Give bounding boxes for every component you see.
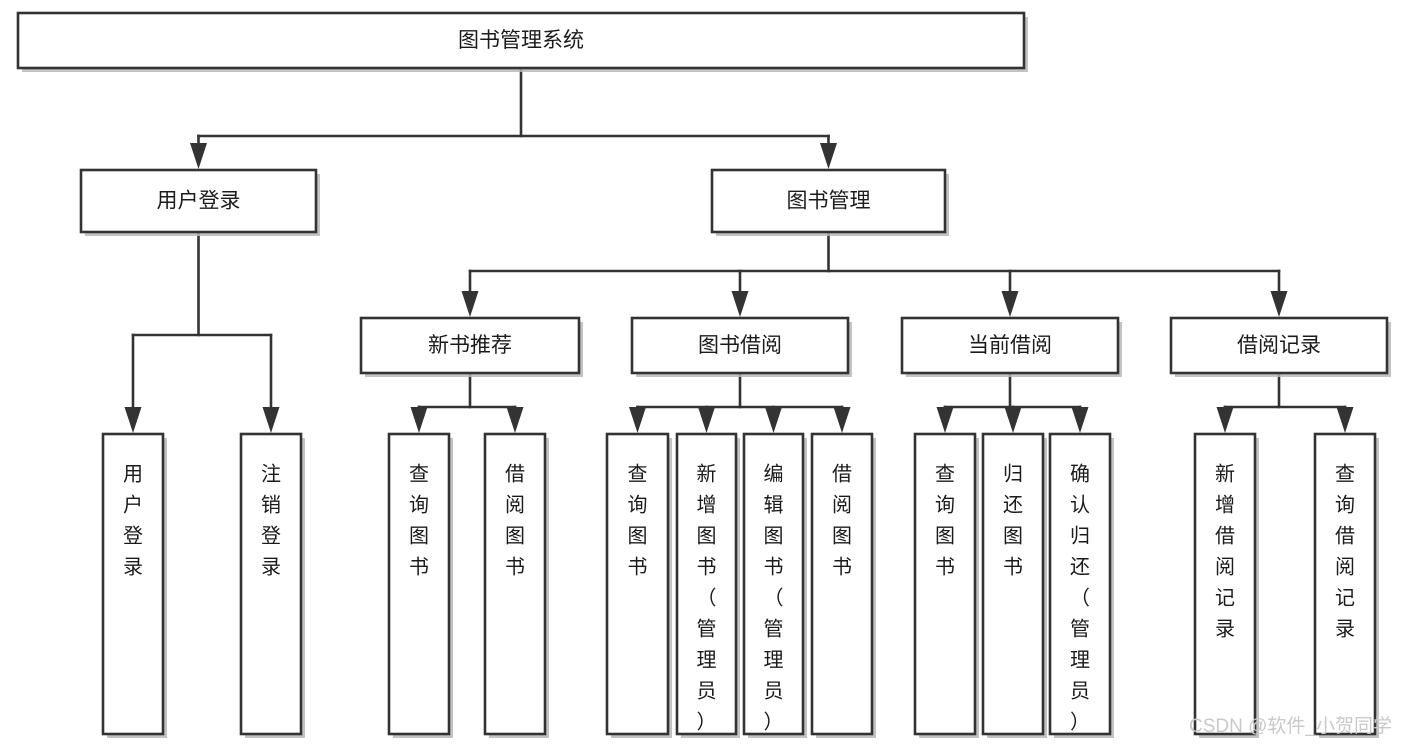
arrow-head-icon — [1001, 291, 1019, 317]
node-box[interactable] — [101, 432, 165, 736]
node-user-login[interactable]: 用户登录 — [79, 168, 320, 236]
node-box[interactable] — [1169, 316, 1389, 375]
node-leaf-logout[interactable]: 注销登录 — [239, 432, 305, 738]
node-book-borrow[interactable]: 图书借阅 — [630, 316, 852, 377]
node-borrow-record[interactable]: 借阅记录 — [1169, 316, 1391, 377]
node-box[interactable] — [239, 432, 303, 736]
node-box[interactable] — [483, 432, 547, 736]
node-label: 图书管理系统 — [458, 29, 584, 52]
arrow-head-icon — [1216, 407, 1234, 433]
node-leaf-query-book-borrow[interactable]: 查询图书 — [605, 432, 672, 738]
node-label: 确认归还（管理员） — [1070, 463, 1090, 734]
node-box[interactable] — [981, 432, 1045, 736]
node-label: 图书借阅 — [698, 334, 782, 357]
node-leaf-borrow-book-rec[interactable]: 借阅图书 — [483, 432, 549, 738]
node-box[interactable] — [79, 168, 318, 234]
arrow-head-icon — [1071, 407, 1089, 433]
arrow-head-icon — [833, 407, 851, 433]
node-box[interactable] — [742, 432, 805, 736]
arrow-head-icon — [820, 143, 837, 169]
node-box[interactable] — [1193, 432, 1257, 736]
node-label: 用户登录 — [157, 190, 241, 213]
node-label: 借阅图书 — [505, 463, 525, 579]
connector-group-root — [190, 66, 837, 169]
arrow-head-icon — [124, 407, 142, 433]
node-label: 查询图书 — [935, 463, 955, 579]
connector-layer — [124, 66, 1354, 433]
node-box[interactable] — [810, 432, 874, 736]
arrow-head-icon — [190, 143, 207, 169]
node-label: 归还图书 — [1003, 463, 1023, 579]
node-label: 新书推荐 — [428, 334, 512, 357]
arrow-head-icon — [629, 407, 646, 433]
connector-group-new-book-recommend — [410, 371, 524, 433]
node-label: 查询图书 — [628, 463, 648, 579]
node-box[interactable] — [675, 432, 738, 736]
connector-group-current-borrow — [936, 371, 1089, 433]
node-box[interactable] — [605, 432, 670, 736]
node-label: 用户登录 — [123, 464, 143, 579]
node-layer: 图书管理系统用户登录图书管理新书推荐图书借阅当前借阅借阅记录用户登录注销登录查询… — [16, 11, 1391, 738]
node-leaf-query-book-cur[interactable]: 查询图书 — [913, 432, 979, 738]
node-leaf-add-record[interactable]: 新增借阅记录 — [1193, 432, 1259, 738]
arrow-head-icon — [698, 407, 715, 433]
node-box[interactable] — [1048, 432, 1112, 736]
arrow-head-icon — [765, 407, 782, 433]
node-box[interactable] — [900, 316, 1120, 375]
node-label: 查询借阅记录 — [1335, 463, 1355, 641]
node-book-manage[interactable]: 图书管理 — [710, 168, 949, 236]
node-current-borrow[interactable]: 当前借阅 — [900, 316, 1122, 377]
node-label: 注销登录 — [261, 463, 281, 579]
arrow-head-icon — [1336, 407, 1354, 433]
node-label: 借阅图书 — [832, 463, 852, 579]
connector-group-book-borrow — [629, 371, 851, 433]
node-box[interactable] — [387, 432, 451, 736]
node-root[interactable]: 图书管理系统 — [16, 11, 1028, 72]
connector-group-book-manage — [461, 230, 1288, 317]
arrow-head-icon — [1270, 291, 1288, 317]
node-leaf-borrow-book[interactable]: 借阅图书 — [810, 432, 876, 738]
node-label: 编辑图书（管理员） — [764, 463, 784, 734]
connector-group-user-login — [124, 230, 280, 433]
node-leaf-query-book-rec[interactable]: 查询图书 — [387, 432, 453, 738]
node-leaf-user-login[interactable]: 用户登录 — [101, 432, 167, 738]
node-box[interactable] — [710, 168, 947, 234]
node-leaf-return-book[interactable]: 归还图书 — [981, 432, 1047, 738]
arrow-head-icon — [1004, 407, 1022, 433]
node-label: 图书管理 — [787, 190, 871, 213]
csdn-watermark: CSDN @软件_小贺同学 — [1189, 715, 1392, 737]
node-leaf-add-book[interactable]: 新增图书（管理员） — [675, 432, 740, 738]
node-label: 借阅记录 — [1237, 334, 1321, 357]
node-label: 查询图书 — [409, 463, 429, 579]
arrow-head-icon — [461, 291, 479, 317]
node-leaf-confirm-return[interactable]: 确认归还（管理员） — [1048, 432, 1114, 738]
node-new-book-recommend[interactable]: 新书推荐 — [359, 316, 583, 377]
node-leaf-query-record[interactable]: 查询借阅记录 — [1313, 432, 1379, 738]
arrow-head-icon — [731, 291, 749, 317]
node-box[interactable] — [913, 432, 977, 736]
node-box[interactable] — [1313, 432, 1377, 736]
node-box[interactable] — [630, 316, 850, 375]
node-label: 新增图书（管理员） — [697, 463, 717, 734]
connector-group-borrow-record — [1216, 371, 1354, 433]
node-label: 新增借阅记录 — [1215, 463, 1235, 641]
arrow-head-icon — [506, 407, 524, 433]
arrow-head-icon — [262, 407, 280, 433]
arrow-head-icon — [936, 407, 954, 433]
node-box[interactable] — [359, 316, 581, 375]
node-box[interactable] — [16, 11, 1026, 70]
node-leaf-edit-book[interactable]: 编辑图书（管理员） — [742, 432, 807, 738]
arrow-head-icon — [410, 407, 428, 433]
node-label: 当前借阅 — [968, 334, 1052, 357]
